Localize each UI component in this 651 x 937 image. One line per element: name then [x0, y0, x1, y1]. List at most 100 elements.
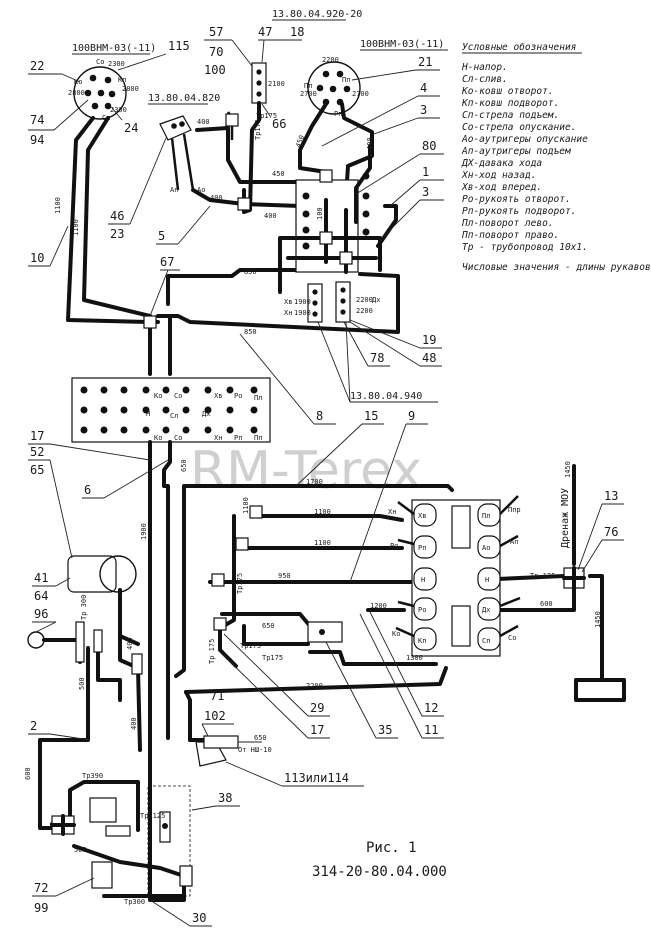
legend-item: Хн-ход назад. — [461, 170, 536, 181]
svg-text:72: 72 — [34, 881, 48, 895]
svg-text:850: 850 — [244, 268, 257, 276]
drawing-number: 314-20-80.04.000 — [312, 864, 447, 880]
svg-text:2300: 2300 — [110, 106, 127, 114]
svg-text:Тр175: Тр175 — [236, 573, 244, 594]
svg-text:23: 23 — [110, 227, 124, 241]
svg-text:Со: Со — [174, 392, 182, 400]
svg-text:57: 57 — [209, 25, 223, 39]
svg-text:17: 17 — [310, 723, 324, 737]
svg-text:Тр175: Тр175 — [256, 112, 277, 120]
svg-text:1: 1 — [422, 165, 429, 179]
part-113-label: 113или114 — [284, 771, 349, 785]
hose-lengths-lower: 1700 650 1900 1100 1100 950 1200 650 130… — [24, 459, 602, 906]
svg-text:Тр 125: Тр 125 — [140, 812, 165, 820]
svg-text:47: 47 — [258, 25, 272, 39]
svg-text:21: 21 — [418, 55, 432, 69]
tee-fittings-upper — [143, 113, 353, 329]
legend-item: Рп-рукоять подворот. — [462, 206, 576, 217]
valve-right: Пп Пл Рп 2200 2700 2700 — [300, 56, 369, 118]
svg-text:22: 22 — [30, 59, 44, 73]
svg-text:102: 102 — [204, 709, 226, 723]
svg-text:1100: 1100 — [314, 508, 331, 516]
svg-text:1100: 1100 — [314, 539, 331, 547]
svg-text:Со: Со — [508, 634, 516, 642]
svg-text:52: 52 — [30, 445, 44, 459]
port-panel: Ко Со Хв Ро Пл Ко Со Хн Рп Пп Н Сл Дх — [71, 377, 271, 443]
svg-text:1900: 1900 — [140, 523, 148, 540]
svg-text:Рп: Рп — [234, 434, 242, 442]
svg-text:76: 76 — [604, 525, 618, 539]
svg-text:2700: 2700 — [300, 90, 317, 98]
svg-text:600: 600 — [540, 600, 553, 608]
svg-text:Дх: Дх — [372, 296, 380, 304]
legend-item: Сп-стрела подъем. — [462, 110, 559, 121]
svg-text:6: 6 — [84, 483, 91, 497]
part-940-label: 13.80.04.940 — [350, 391, 422, 402]
svg-text:Пп: Пп — [254, 434, 262, 442]
svg-text:15: 15 — [364, 409, 378, 423]
svg-text:11: 11 — [424, 723, 438, 737]
legend-item: Со-стрела опускание. — [462, 122, 576, 133]
svg-text:Тр175: Тр175 — [254, 119, 262, 140]
svg-text:650: 650 — [254, 734, 267, 742]
svg-text:Хн: Хн — [284, 309, 292, 317]
valve-right-label: 100ВНМ-03(-11) — [360, 39, 444, 50]
svg-text:1100: 1100 — [72, 219, 80, 236]
svg-text:Сл: Сл — [170, 412, 178, 420]
svg-text:Хн: Хн — [388, 508, 396, 516]
svg-text:Н: Н — [146, 410, 150, 418]
svg-text:Ко: Ко — [74, 78, 82, 86]
svg-text:38: 38 — [218, 791, 232, 805]
svg-text:1450: 1450 — [564, 461, 572, 478]
svg-text:80: 80 — [422, 139, 436, 153]
svg-text:450: 450 — [272, 170, 285, 178]
valve-left: Со Ко Кп Сп 2300 2800 2300 2800 — [68, 58, 139, 122]
part-920-label: 13.80.04.920-20 — [272, 9, 362, 20]
svg-text:Тр175: Тр175 — [240, 642, 261, 650]
svg-text:19: 19 — [422, 333, 436, 347]
from-nsh-label: От НШ-10 — [238, 746, 272, 754]
svg-text:Со: Со — [96, 58, 104, 66]
svg-text:Пл: Пл — [254, 394, 262, 402]
svg-text:650: 650 — [262, 622, 275, 630]
svg-text:17: 17 — [30, 429, 44, 443]
svg-text:Тр300: Тр300 — [124, 898, 145, 906]
svg-text:Ао: Ао — [197, 186, 205, 194]
svg-text:66: 66 — [272, 117, 286, 131]
legend-item: Пп-поворот право. — [461, 230, 559, 241]
svg-text:35: 35 — [378, 723, 392, 737]
svg-text:Рп: Рп — [334, 110, 342, 118]
drain-label: Дренаж МОУ — [560, 488, 571, 548]
svg-text:Ап: Ап — [170, 186, 178, 194]
svg-text:950: 950 — [278, 572, 291, 580]
svg-text:Тр175: Тр175 — [262, 654, 283, 662]
figure-caption: Рис. 1 — [366, 840, 417, 856]
svg-text:Ро: Ро — [418, 606, 426, 614]
svg-text:400: 400 — [210, 194, 223, 202]
svg-text:65: 65 — [30, 463, 44, 477]
tank-filter — [27, 555, 143, 702]
legend-item: ДХ-давака хода — [461, 158, 542, 169]
svg-text:Пл: Пл — [304, 82, 312, 90]
svg-text:Кп: Кп — [118, 76, 126, 84]
svg-text:5: 5 — [158, 229, 165, 243]
svg-text:96: 96 — [34, 607, 48, 621]
svg-text:Тр 300: Тр 300 — [80, 595, 88, 620]
svg-text:Ко: Ко — [392, 630, 400, 638]
legend-item: Н-напор. — [461, 62, 508, 73]
drain-tank — [574, 678, 626, 702]
svg-text:30: 30 — [192, 911, 206, 925]
suction-unit — [195, 735, 262, 767]
svg-text:2: 2 — [30, 719, 37, 733]
svg-text:2200: 2200 — [322, 56, 339, 64]
tee-fittings-lower — [211, 505, 586, 643]
svg-text:48: 48 — [422, 351, 436, 365]
svg-text:Сп: Сп — [482, 637, 490, 645]
legend-item: Пл-поворот лево. — [461, 218, 554, 229]
svg-text:Хв: Хв — [418, 512, 426, 520]
svg-text:400: 400 — [126, 637, 134, 650]
svg-text:1100: 1100 — [54, 197, 62, 214]
svg-text:29: 29 — [310, 701, 324, 715]
svg-text:Хв: Хв — [214, 392, 222, 400]
svg-text:41: 41 — [34, 571, 48, 585]
